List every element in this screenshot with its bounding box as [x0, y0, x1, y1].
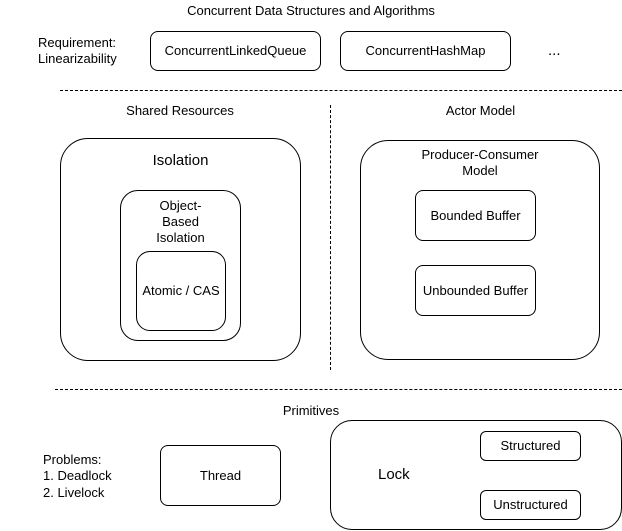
unbounded-buffer-label: Unbounded Buffer: [422, 282, 529, 298]
problems-label: Problems:: [43, 452, 102, 467]
object-based-isolation-label-3: Isolation: [156, 230, 205, 245]
separator-middle: [330, 105, 331, 370]
problem-livelock: 2. Livelock: [43, 485, 105, 500]
ellipsis: ...: [548, 42, 561, 59]
atomic-cas-box: Atomic / CAS: [136, 251, 226, 331]
bounded-buffer-box: Bounded Buffer: [415, 190, 536, 241]
producer-consumer-box: [360, 140, 600, 360]
diagram-title: Concurrent Data Structures and Algorithm…: [187, 3, 435, 18]
unstructured-label: Unstructured: [493, 497, 568, 512]
shared-resources-heading: Shared Resources: [126, 103, 234, 118]
producer-consumer-label-1: Producer-Consumer: [421, 147, 539, 162]
primitives-heading: Primitives: [282, 403, 340, 418]
bounded-buffer-label: Bounded Buffer: [430, 207, 521, 223]
separator-top: [60, 90, 622, 91]
thread-label: Thread: [199, 467, 242, 483]
unbounded-buffer-box: Unbounded Buffer: [415, 265, 536, 316]
isolation-label: Isolation: [152, 152, 209, 169]
requirement-value: Linearizability: [38, 51, 117, 66]
separator-bottom: [55, 389, 622, 390]
concurrent-hash-map-label: ConcurrentHashMap: [365, 43, 486, 58]
actor-model-heading: Actor Model: [445, 103, 516, 118]
lock-label: Lock: [378, 466, 410, 483]
concurrent-linked-queue-label: ConcurrentLinkedQueue: [164, 43, 307, 58]
structured-label: Structured: [500, 438, 561, 453]
unstructured-box: Unstructured: [480, 490, 581, 520]
structured-box: Structured: [480, 431, 581, 461]
producer-consumer-label-2: Model: [462, 163, 498, 178]
problem-deadlock: 1. Deadlock: [43, 468, 112, 483]
concurrent-linked-queue-box: ConcurrentLinkedQueue: [150, 31, 321, 71]
atomic-cas-label: Atomic / CAS: [142, 283, 220, 298]
requirement-label: Requirement:: [38, 35, 117, 50]
thread-box: Thread: [160, 445, 281, 506]
object-based-isolation-label-2: Based: [162, 214, 199, 229]
object-based-isolation-label-1: Object-: [159, 198, 202, 213]
concurrent-hash-map-box: ConcurrentHashMap: [340, 31, 511, 71]
